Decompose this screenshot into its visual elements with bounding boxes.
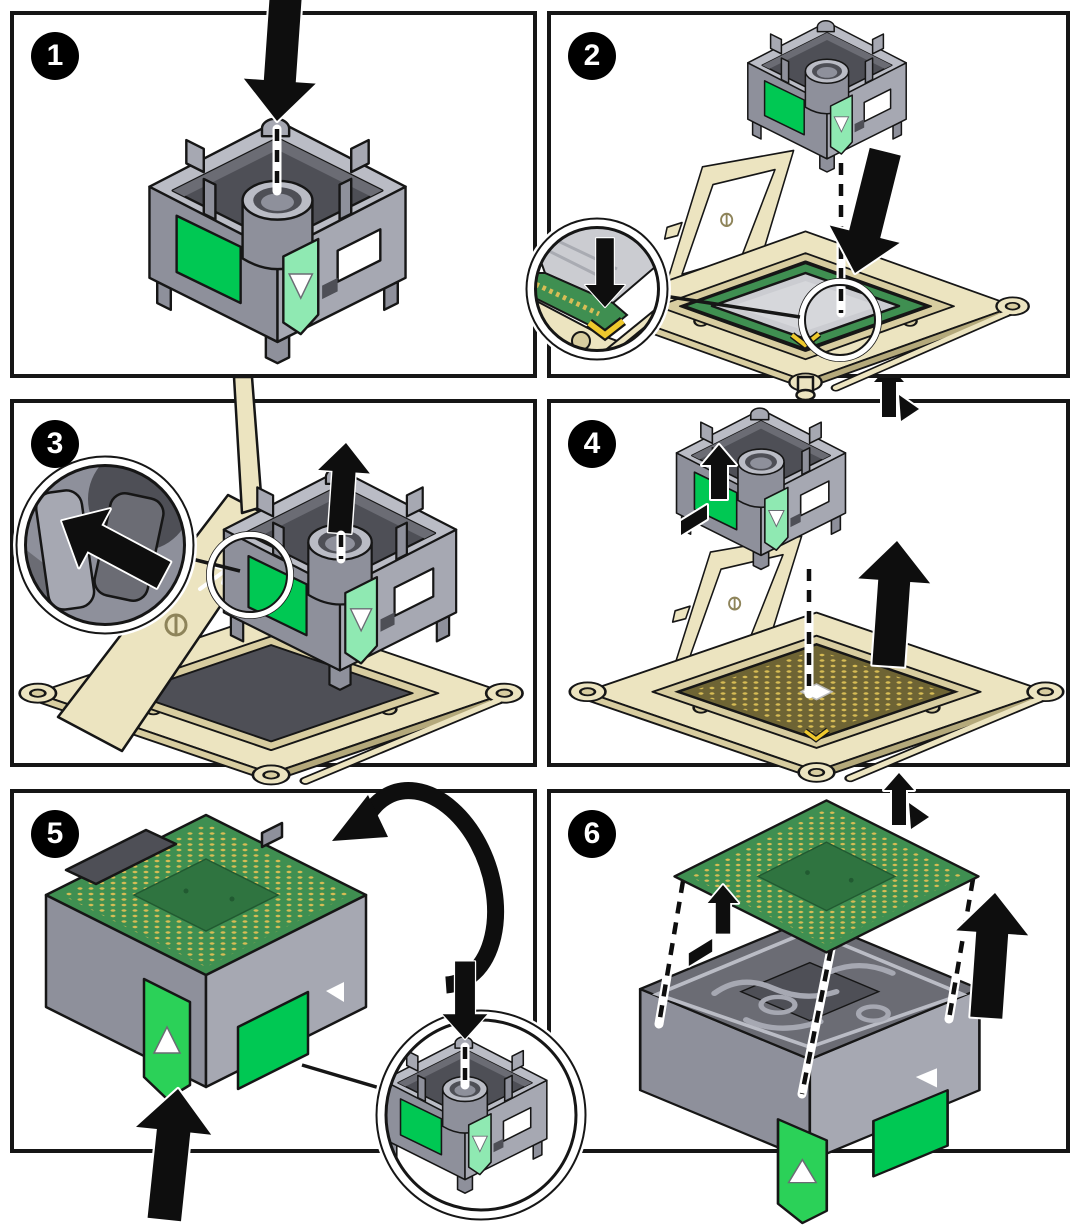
empty-socket-illustration bbox=[570, 613, 1064, 782]
magnifier-inset bbox=[373, 960, 589, 1223]
figure-panel-6: 6 bbox=[547, 771, 1070, 1225]
figure-panel-2: 2 bbox=[523, 11, 1070, 402]
magnifier-inset bbox=[523, 215, 671, 363]
figure-panel-1: 1 bbox=[10, 0, 537, 378]
callout-source-circle bbox=[798, 278, 882, 362]
step-badge: 1 bbox=[31, 32, 79, 80]
figure-panel-3: 3 bbox=[10, 375, 537, 767]
callout-source-circle bbox=[206, 531, 294, 619]
figure-panel-4: 4 bbox=[547, 363, 1070, 767]
magnifier-inset bbox=[13, 453, 197, 637]
callout-line bbox=[650, 292, 801, 319]
figure-panel-5: 5 bbox=[10, 782, 589, 1153]
corner-alignment-mark bbox=[790, 332, 821, 348]
inverted-tool-with-processor-illustration bbox=[44, 813, 368, 1101]
arrow-down-icon bbox=[239, 0, 324, 126]
step-badge: 2 bbox=[568, 32, 616, 80]
flip-rotate-arrow-icon bbox=[332, 782, 505, 994]
arrow-up-icon bbox=[127, 1085, 216, 1223]
inverted-open-tool-illustration bbox=[638, 917, 981, 1225]
step-badge: 4 bbox=[568, 420, 616, 468]
step-badge: 5 bbox=[31, 810, 79, 858]
processor-tool-illustration bbox=[675, 407, 847, 571]
release-lever-icon bbox=[882, 771, 931, 831]
step-badge: 6 bbox=[568, 810, 616, 858]
step-badge: 3 bbox=[31, 420, 79, 468]
dashed-guide-lines bbox=[654, 874, 978, 1099]
